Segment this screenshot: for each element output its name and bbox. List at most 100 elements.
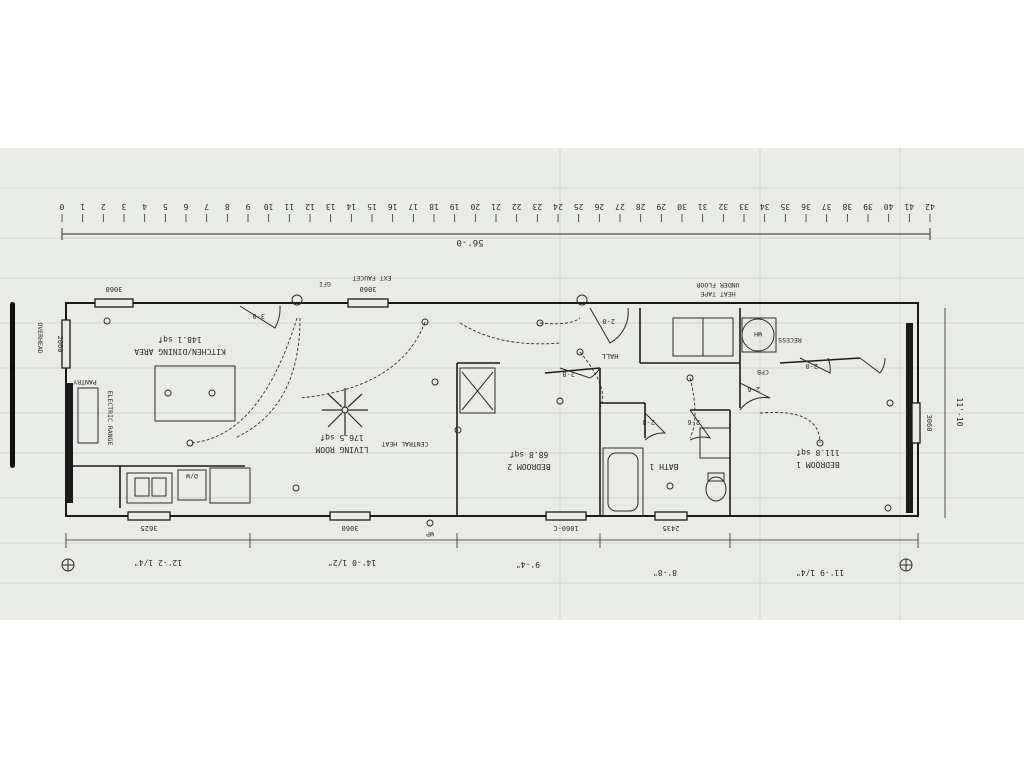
- bedroom2-name: BEDROOM 2: [507, 462, 551, 471]
- ruler-tick-label: 32: [718, 202, 728, 211]
- ruler-tick-label: 10: [264, 202, 274, 211]
- doors: [239, 305, 886, 441]
- svg-text:12'-2 1/4": 12'-2 1/4": [134, 558, 182, 567]
- windows: [61, 298, 921, 521]
- ruler-tick-label: 27: [615, 202, 625, 211]
- ruler-tick-label: 12: [305, 202, 315, 211]
- svg-text:14'-0 1/2": 14'-0 1/2": [328, 558, 376, 567]
- interior-walls: [73, 308, 861, 516]
- overall-width-label: 11'-10: [955, 398, 964, 427]
- svg-text:WH: WH: [754, 330, 762, 338]
- ruler-tick-label: 1: [80, 202, 85, 211]
- svg-text:2-8: 2-8: [642, 418, 655, 426]
- svg-text:8'-8": 8'-8": [653, 568, 677, 577]
- fixtures: [77, 317, 777, 517]
- ruler-tick-label: 23: [532, 202, 542, 211]
- scroll-indicator[interactable]: [10, 302, 15, 468]
- bath-sink: [699, 427, 731, 459]
- svg-text:PANTRY: PANTRY: [73, 378, 97, 386]
- svg-text:EXT FAUCET: EXT FAUCET: [352, 274, 391, 282]
- door-d3: [559, 367, 601, 379]
- svg-text:HEAT TAPE: HEAT TAPE: [700, 290, 735, 298]
- bedroom2-area: 68.8 sqf: [510, 450, 549, 459]
- dishwasher: [209, 467, 251, 504]
- svg-text:OVERHEAD: OVERHEAD: [36, 322, 44, 353]
- svg-text:WP: WP: [426, 530, 434, 538]
- ruler-tick-label: 21: [491, 202, 501, 211]
- svg-text:1060-C: 1060-C: [553, 524, 578, 532]
- door-d6: [739, 382, 771, 411]
- svg-text:GFI: GFI: [319, 280, 331, 288]
- rear-wall-thick: [906, 323, 913, 513]
- ruler-tick-label: 5: [163, 202, 168, 211]
- svg-text:CENTRAL HEAT: CENTRAL HEAT: [381, 440, 428, 448]
- ruler: 4241403938373635343332313029282726252423…: [59, 202, 935, 222]
- svg-text:RECESS: RECESS: [778, 336, 802, 344]
- segment-ticks: [65, 533, 919, 548]
- svg-text:3060: 3060: [106, 285, 123, 293]
- wiring-arcs: [189, 317, 821, 444]
- ruler-tick-label: 31: [698, 202, 708, 211]
- ruler-tick-label: 6: [183, 202, 188, 211]
- living-area: 176.5 sqf: [320, 433, 364, 442]
- ruler-tick-label: 26: [594, 202, 604, 211]
- door-d1: [589, 307, 629, 344]
- svg-text:3060: 3060: [342, 524, 359, 532]
- ruler-tick-label: 25: [574, 202, 584, 211]
- door-d5: [689, 409, 712, 441]
- segment-labels: 11'-9 1/4" 8'-8" 9'-4" 14'-0 1/2" 12'-2 …: [134, 558, 844, 577]
- ruler-tick-label: 17: [408, 202, 418, 211]
- ruler-tick-label: 24: [553, 202, 563, 211]
- kitchen-name: KITCHEN/DINING AREA: [134, 347, 226, 356]
- bathtub: [602, 447, 644, 517]
- ruler-tick-label: 20: [470, 202, 480, 211]
- window-w4: [127, 511, 171, 521]
- living-name: LIVING ROOM: [315, 445, 368, 454]
- floor-plan: 4241403938373635343332313029282726252423…: [0, 148, 1024, 620]
- ceiling-fan-icon: [322, 388, 368, 436]
- ruler-tick-label: 28: [636, 202, 646, 211]
- door-labels: 3-0 2-0 2-8 2-8 2-6 2-6 2-0: [252, 312, 818, 426]
- range: [77, 387, 99, 444]
- ruler-tick-label: 22: [512, 202, 522, 211]
- svg-text:3-0: 3-0: [252, 312, 265, 320]
- window-w8: [911, 402, 921, 444]
- svg-text:2-6: 2-6: [687, 418, 700, 426]
- ruler-tick-label: 2: [101, 202, 106, 211]
- ruler-tick-label: 9: [245, 202, 250, 211]
- ruler-tick-label: 39: [863, 202, 873, 211]
- ruler-tick-label: 15: [367, 202, 377, 211]
- toilet: [705, 476, 727, 502]
- ruler-tick-label: 34: [760, 202, 770, 211]
- svg-text:2435: 2435: [663, 524, 680, 532]
- svg-text:ELECTRIC RANGE: ELECTRIC RANGE: [106, 391, 114, 446]
- svg-text:2-8: 2-8: [562, 370, 575, 378]
- ruler-tick-label: 30: [677, 202, 687, 211]
- central-heat-closet: [459, 367, 496, 414]
- svg-text:2-0: 2-0: [805, 362, 818, 370]
- svg-text:2-0: 2-0: [602, 317, 615, 325]
- svg-text:3625: 3625: [141, 524, 158, 532]
- ruler-tick-label: 13: [326, 202, 336, 211]
- ruler-tick-label: 3: [121, 202, 126, 211]
- door-d7: [239, 305, 281, 329]
- window-w5: [545, 511, 587, 521]
- notes: HEAT TAPE UNDER FLOOR EXT FAUCET RECESS …: [36, 274, 802, 538]
- svg-text:3060: 3060: [925, 415, 933, 432]
- ruler-tick-label: 42: [925, 202, 935, 211]
- room-labels: BEDROOM 1 111.8 sqf BATH 1 BEDROOM 2 68.…: [134, 335, 840, 471]
- bath1-name: BATH 1: [649, 462, 678, 471]
- door-d4: [644, 412, 667, 441]
- kitchen-area: 148.1 sqf: [158, 335, 202, 344]
- bedroom1-area: 111.8 sqf: [796, 448, 840, 457]
- ruler-tick-label: 18: [429, 202, 439, 211]
- svg-text:3060: 3060: [360, 285, 377, 293]
- paper-grid: [0, 148, 1024, 620]
- svg-text:2-6: 2-6: [747, 385, 760, 393]
- window-w9: [61, 319, 71, 369]
- hall-name: HALL: [602, 352, 619, 360]
- ruler-tick-label: 33: [739, 202, 749, 211]
- ruler-tick-label: 35: [780, 202, 790, 211]
- ruler-tick-label: 37: [822, 202, 832, 211]
- svg-text:CPB: CPB: [757, 368, 769, 376]
